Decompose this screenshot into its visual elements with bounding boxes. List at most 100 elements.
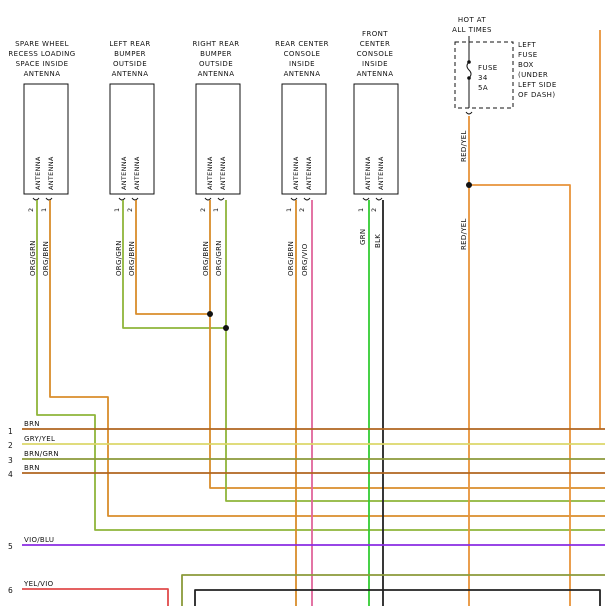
title-line: BUMPER (200, 50, 232, 58)
fuse-label: 34 (478, 74, 488, 82)
wire-label: GRN (359, 229, 367, 245)
antenna-pin-label: ANTENNA (133, 156, 141, 190)
fuse-box-label: OF DASH) (518, 91, 555, 99)
pin-number: 1 (357, 208, 365, 212)
splice-dot (466, 182, 472, 188)
spare-wheel-antenna-title: SPARE WHEEL RECESS LOADING SPACE INSIDE … (8, 40, 75, 78)
bus-label: VIO/BLU (24, 536, 54, 544)
wire-label: ORG/VIO (301, 243, 309, 276)
title-line: BUMPER (114, 50, 146, 58)
hot-label: ALL TIMES (452, 26, 492, 34)
pin-number: 2 (27, 208, 35, 212)
title-line: ANTENNA (112, 70, 149, 78)
title-line: CONSOLE (357, 50, 394, 58)
title-line: ANTENNA (357, 70, 394, 78)
wire-label: RED/YEL (460, 130, 468, 162)
wire-right-rear-org-grn (225, 200, 605, 502)
pin-number: 1 (285, 208, 293, 212)
splice-dot (207, 311, 213, 317)
antenna-pin-label: ANTENNA (47, 156, 55, 190)
bus-number: 6 (8, 586, 13, 595)
title-line: CONSOLE (284, 50, 321, 58)
wire-spare-org-brn (49, 200, 605, 517)
left-rear-antenna-title: LEFT REAR BUMPER OUTSIDE ANTENNA (109, 40, 150, 78)
pin-number: 2 (126, 208, 134, 212)
spare-wheel-antenna-box (23, 83, 69, 195)
title-line: SPARE WHEEL (15, 40, 69, 48)
wire-label: RED/YEL (460, 218, 468, 250)
bus-label: BRN (24, 420, 40, 428)
antenna-pin-label: ANTENNA (292, 156, 300, 190)
splice-dot (223, 325, 229, 331)
left-rear-antenna-box (109, 83, 155, 195)
bus-label: GRY/YEL (24, 435, 55, 443)
antenna-pin-label: ANTENNA (305, 156, 313, 190)
fuse-symbol (466, 42, 472, 108)
fuse-box-outline (454, 41, 514, 109)
title-line: ANTENNA (198, 70, 235, 78)
bus-label: BRN (24, 464, 40, 472)
wire-label: ORG/GRN (215, 240, 223, 276)
antenna-pin-label: ANTENNA (377, 156, 385, 190)
right-rear-antenna-title: RIGHT REAR BUMPER OUTSIDE ANTENNA (192, 40, 239, 78)
pin-number: 1 (40, 208, 48, 212)
fuse-box-label: (UNDER (518, 71, 548, 79)
wire-label: ORG/BRN (287, 241, 295, 276)
rear-center-antenna-title: REAR CENTER CONSOLE INSIDE ANTENNA (275, 40, 329, 78)
antenna-pin-label: ANTENNA (34, 156, 42, 190)
bus-line-lower-a (181, 574, 605, 606)
wire-right-rear-org-brn (209, 200, 605, 489)
antenna-pin-label: ANTENNA (120, 156, 128, 190)
antenna-pin-label: ANTENNA (364, 156, 372, 190)
wire-label: ORG/BRN (128, 241, 136, 276)
title-line: INSIDE (289, 60, 315, 68)
antenna-pin-label: ANTENNA (206, 156, 214, 190)
wire-label: ORG/GRN (29, 240, 37, 276)
wire-label: ORG/BRN (42, 241, 50, 276)
pin-number: 1 (212, 208, 220, 212)
wire-group (22, 30, 605, 606)
antenna-pin-label: ANTENNA (219, 156, 227, 190)
rear-center-antenna-box (281, 83, 327, 195)
pin-number: 1 (113, 208, 121, 212)
pin-number: 2 (199, 208, 207, 212)
front-center-antenna-box (353, 83, 399, 195)
title-line: OUTSIDE (199, 60, 233, 68)
fuse-terminal (467, 76, 471, 80)
title-line: SPACE INSIDE (16, 60, 69, 68)
title-line: LEFT REAR (109, 40, 150, 48)
bus-number: 5 (8, 542, 13, 551)
title-line: CENTER (360, 40, 391, 48)
title-line: RIGHT REAR (192, 40, 239, 48)
fuse-label: 5A (478, 84, 488, 92)
wire-label: ORG/BRN (202, 241, 210, 276)
wire-label: BLK (374, 234, 382, 248)
wire-left-rear-org-brn (135, 200, 210, 315)
bus-line-6 (22, 588, 169, 606)
hot-label: HOT AT (458, 16, 487, 24)
fuse-connector (465, 111, 473, 115)
title-line: RECESS LOADING (8, 50, 75, 58)
wire-label: ORG/GRN (115, 240, 123, 276)
bus-number: 3 (8, 456, 13, 465)
bus-number: 4 (8, 470, 13, 479)
wire-fuse-branch-red-yel (469, 184, 571, 606)
title-line: INSIDE (362, 60, 388, 68)
wire-left-rear-org-grn (122, 200, 226, 329)
bus-number: 1 (8, 427, 13, 436)
fuse-label: FUSE (478, 64, 498, 72)
connector-hooks (32, 197, 383, 201)
title-line: OUTSIDE (113, 60, 147, 68)
bus-label: YEL/VIO (23, 580, 54, 588)
title-line: ANTENNA (24, 70, 61, 78)
fuse-box-label: FUSE (518, 51, 538, 59)
title-line: ANTENNA (284, 70, 321, 78)
title-line: FRONT (362, 30, 388, 38)
pin-number: 2 (370, 208, 378, 212)
fuse-box-label: LEFT (518, 41, 536, 49)
bus-line-lower-b (194, 589, 601, 606)
fuse-box-label: LEFT SIDE (518, 81, 557, 89)
title-line: REAR CENTER (275, 40, 329, 48)
fuse-box-label: BOX (518, 61, 534, 69)
